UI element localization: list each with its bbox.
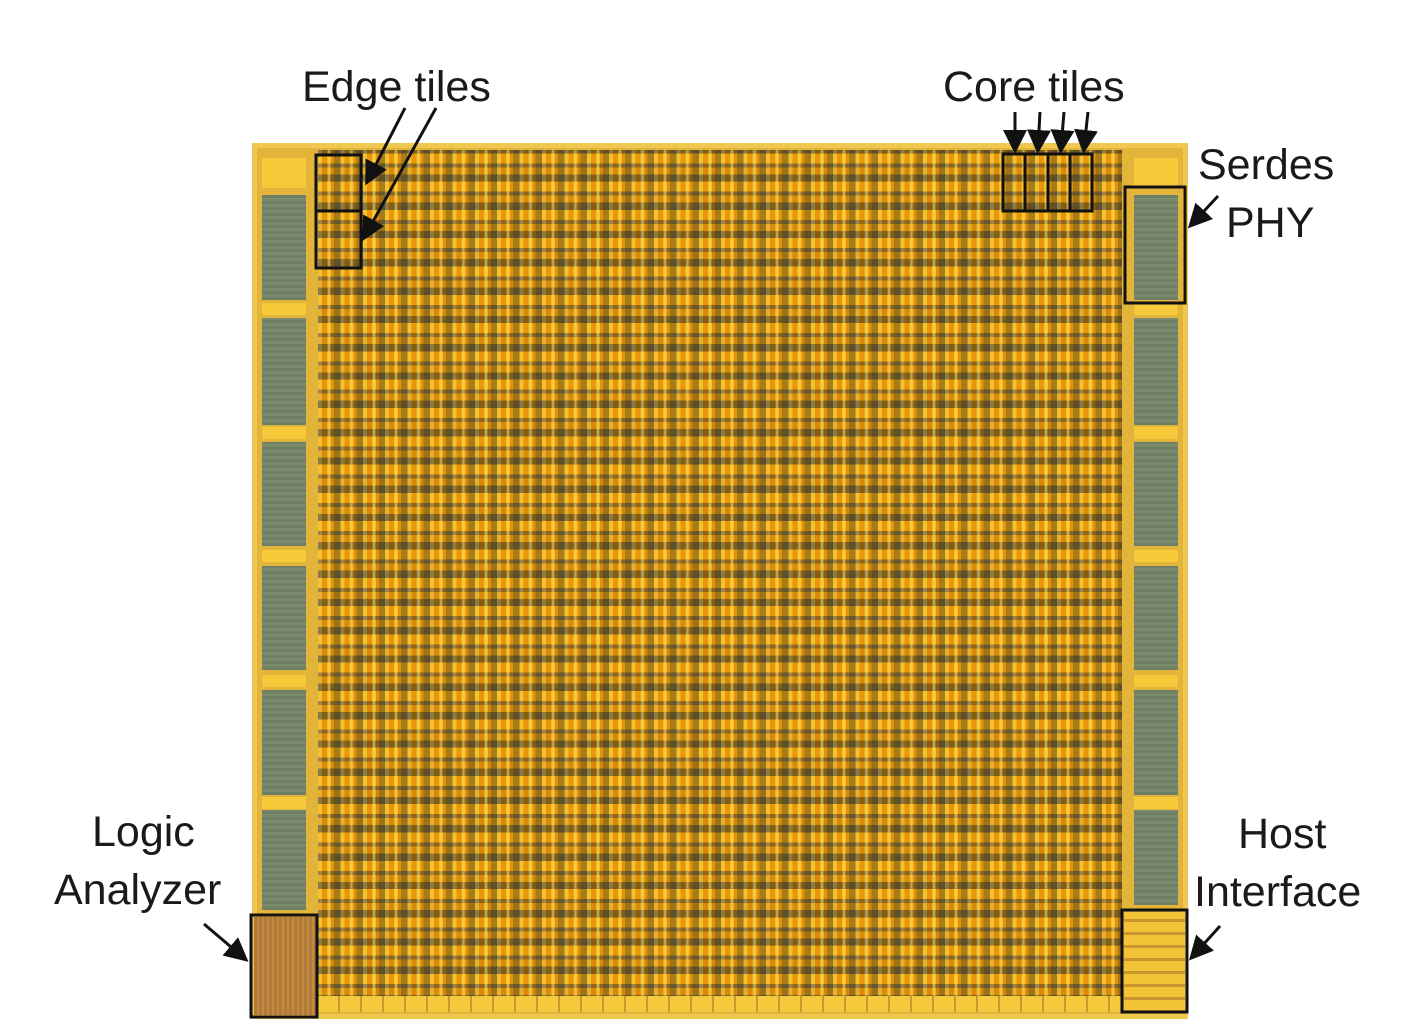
analyzer-label: Analyzer xyxy=(54,866,222,914)
core-tile-array xyxy=(318,150,1122,998)
serdes-phy-block xyxy=(262,810,306,910)
bottom-io-strip xyxy=(318,996,1122,1012)
logic-analyzer-block xyxy=(254,917,316,1015)
io-block xyxy=(262,303,306,315)
serdes-phy-block xyxy=(1134,690,1178,795)
phy-label: PHY xyxy=(1226,199,1315,247)
serdes-phy-block xyxy=(1134,318,1178,425)
serdes-phy-block xyxy=(1134,195,1178,300)
io-block xyxy=(262,797,306,809)
core-tiles-label: Core tiles xyxy=(943,63,1125,111)
logic-label: Logic xyxy=(92,808,195,856)
arrow-edge-tile-2 xyxy=(362,107,438,242)
serdes-phy-block xyxy=(262,318,306,425)
serdes-phy-block xyxy=(1134,566,1178,670)
io-block xyxy=(1134,797,1178,809)
arrow-host-interface xyxy=(1188,924,1222,961)
arrow-core-tile-2 xyxy=(1027,111,1051,154)
io-block xyxy=(1134,158,1178,186)
serdes-phy-block xyxy=(262,195,306,300)
io-block xyxy=(262,550,306,562)
edge-tiles-label: Edge tiles xyxy=(302,63,491,111)
io-block xyxy=(1134,550,1178,562)
serdes-phy-block xyxy=(262,566,306,670)
io-block xyxy=(1134,675,1178,687)
io-block xyxy=(262,158,306,188)
io-block xyxy=(1134,427,1178,439)
host-interface-block xyxy=(1124,912,1185,1010)
host-interface-box xyxy=(1120,908,1189,1014)
io-block xyxy=(1134,303,1178,315)
serdes-label: Serdes xyxy=(1198,141,1335,189)
arrow-logic-analyzer xyxy=(203,922,249,962)
edge-tile-box xyxy=(314,209,363,270)
logic-analyzer-box xyxy=(249,913,319,1019)
io-block xyxy=(262,675,306,687)
arrow-core-tile-3 xyxy=(1050,111,1075,154)
serdes-phy-block xyxy=(262,442,306,546)
serdes-phy-block xyxy=(1134,442,1178,546)
io-block xyxy=(262,427,306,439)
serdes-phy-box xyxy=(1123,185,1187,305)
arrow-core-tile-4 xyxy=(1074,111,1098,154)
host-label: Host xyxy=(1238,810,1327,858)
serdes-phy-block xyxy=(262,690,306,795)
interface-label: Interface xyxy=(1194,868,1362,916)
edge-tile-box xyxy=(314,153,363,213)
serdes-phy-block xyxy=(1134,810,1178,905)
arrow-edge-tile-1 xyxy=(365,107,407,186)
arrow-serdes-phy xyxy=(1187,194,1220,229)
